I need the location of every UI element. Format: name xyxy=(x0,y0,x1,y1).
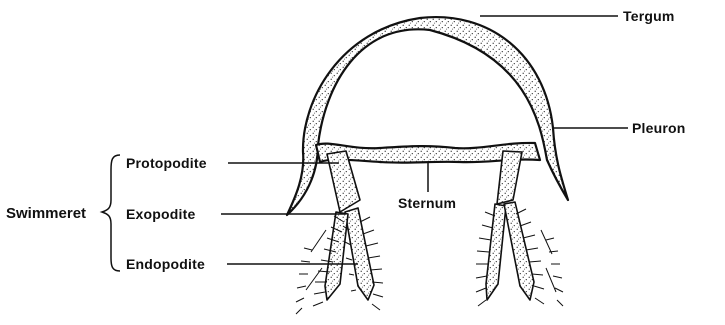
left-exopodite xyxy=(345,208,374,300)
label-swimmeret: Swimmeret xyxy=(6,205,86,222)
label-tergum: Tergum xyxy=(623,8,675,24)
right-endopodite xyxy=(504,202,534,300)
label-pleuron: Pleuron xyxy=(632,120,686,136)
left-endopodite xyxy=(325,212,348,300)
label-sternum: Sternum xyxy=(398,195,456,211)
label-endopodite: Endopodite xyxy=(126,256,205,272)
label-protopodite: Protopodite xyxy=(126,155,207,171)
label-exopodite: Exopodite xyxy=(126,206,195,222)
swimmeret-brace xyxy=(102,155,120,271)
